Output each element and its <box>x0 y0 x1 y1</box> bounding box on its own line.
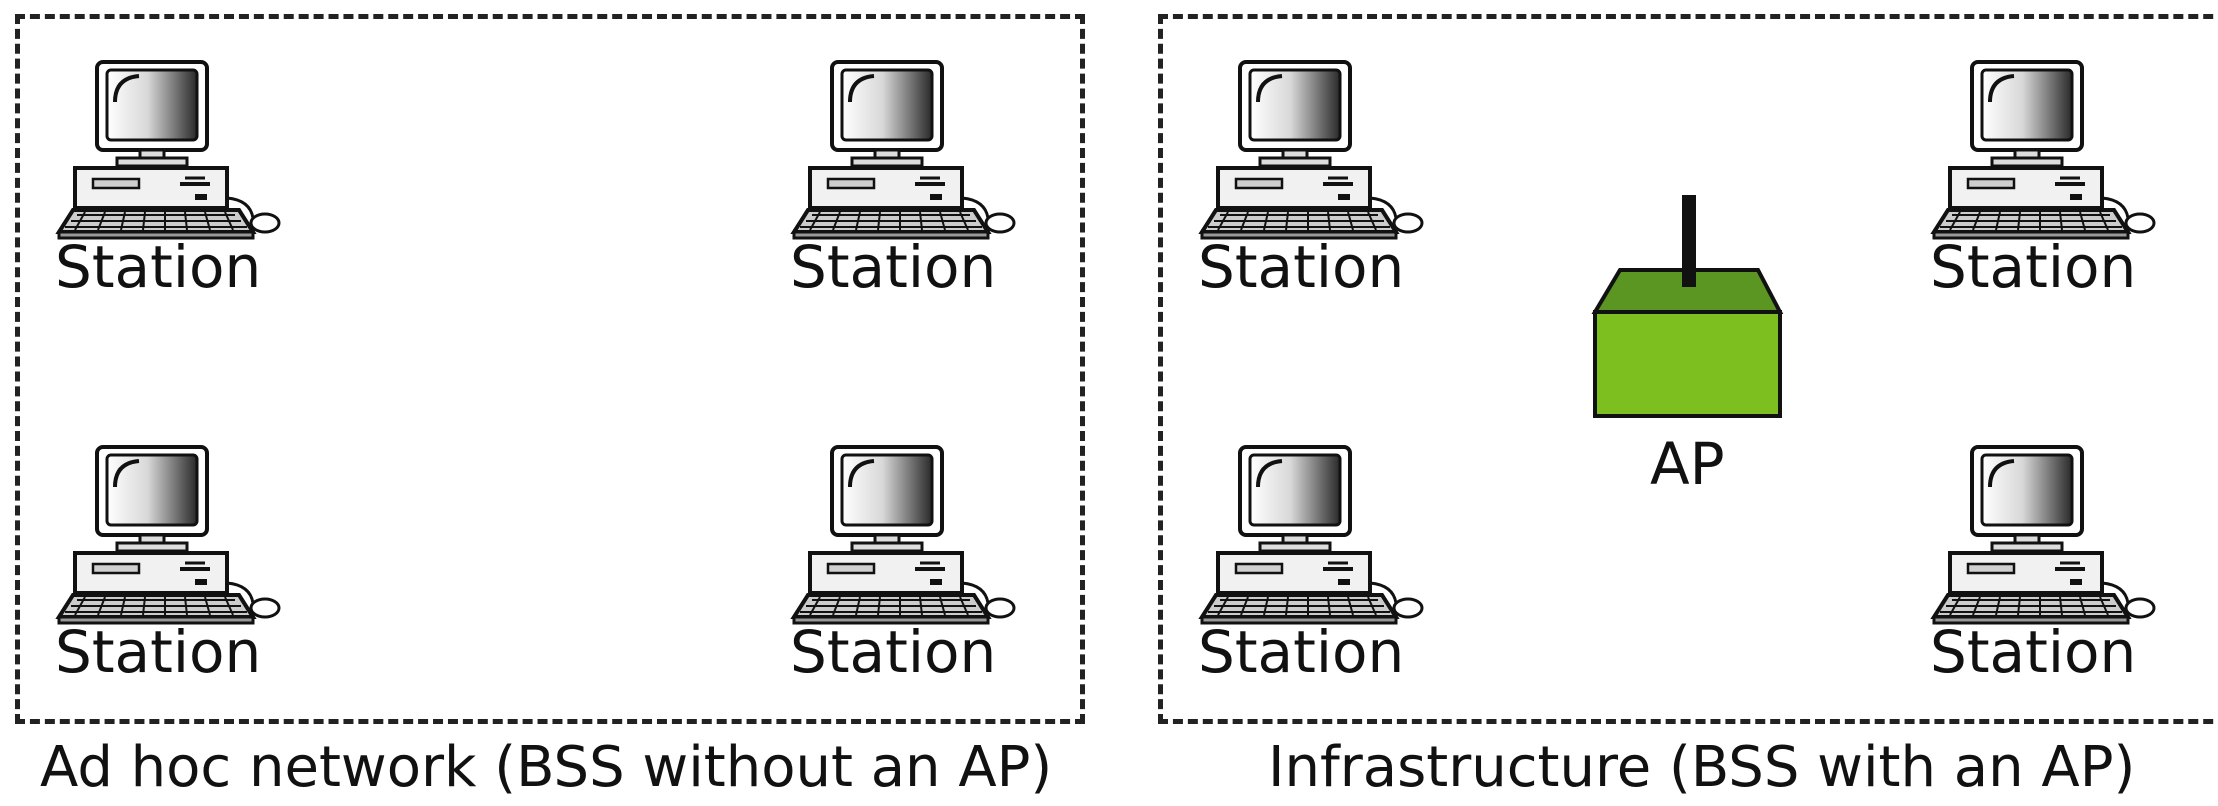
station-label: Station <box>790 618 997 686</box>
computer-icon <box>1200 445 1424 625</box>
computer-icon <box>792 445 1016 625</box>
infrastructure-caption: Infrastructure (BSS with an AP) <box>1268 735 2136 800</box>
adhoc-station-top-right: Station <box>790 60 1050 320</box>
infrastructure-network-boundary <box>1158 14 2218 724</box>
access-point: AP <box>1590 195 1790 495</box>
adhoc-network-caption: Ad hoc network (BSS without an AP) <box>40 735 1053 800</box>
computer-icon <box>1932 445 2156 625</box>
adhoc-station-bottom-left: Station <box>55 445 315 705</box>
infra-station-bottom-right: Station <box>1930 445 2190 705</box>
computer-icon <box>1200 60 1424 240</box>
station-label: Station <box>1198 618 1405 686</box>
access-point-icon <box>1591 195 1784 418</box>
station-label: Station <box>1198 233 1405 301</box>
adhoc-station-top-left: Station <box>55 60 315 320</box>
computer-icon <box>792 60 1016 240</box>
infra-station-bottom-left: Station <box>1198 445 1458 705</box>
station-label: Station <box>55 618 262 686</box>
infra-station-top-left: Station <box>1198 60 1458 320</box>
computer-icon <box>1932 60 2156 240</box>
station-label: Station <box>55 233 262 301</box>
adhoc-station-bottom-right: Station <box>790 445 1050 705</box>
computer-icon <box>57 445 281 625</box>
computer-icon <box>57 60 281 240</box>
infra-station-top-right: Station <box>1930 60 2190 320</box>
station-label: Station <box>790 233 997 301</box>
station-label: Station <box>1930 618 2137 686</box>
ap-label: AP <box>1650 430 1725 498</box>
station-label: Station <box>1930 233 2137 301</box>
adhoc-network-boundary <box>15 14 1085 724</box>
